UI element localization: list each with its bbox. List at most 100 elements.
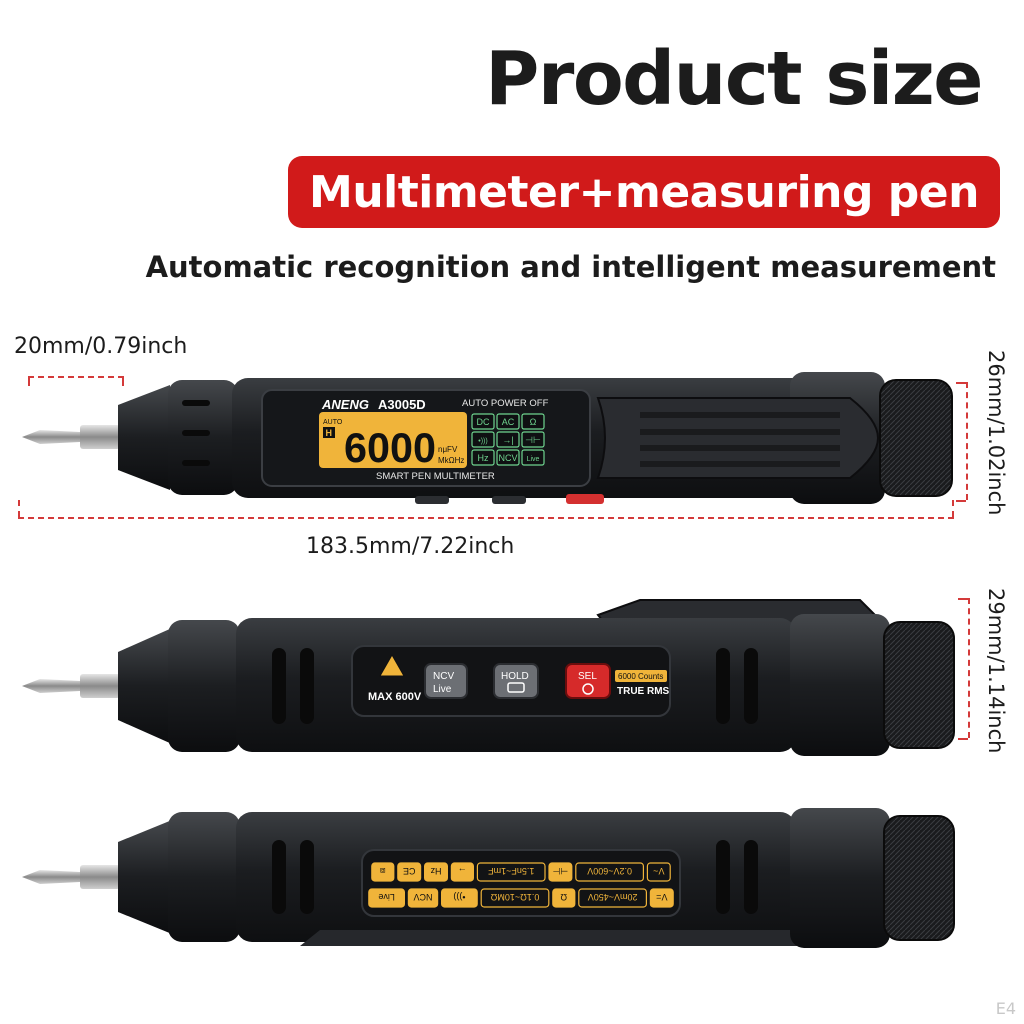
probe-cone <box>118 385 170 490</box>
spec-cell <box>397 862 422 882</box>
sel-button-label: SEL <box>578 671 597 682</box>
spec-label: Ω <box>560 892 567 902</box>
mode-cell <box>471 413 495 430</box>
max-voltage-label: MAX 600V <box>368 691 422 703</box>
spec-row: V~ 0.2V~600V ⊣⊢ 1.5nF~1mF → Hz CE ⧈ <box>371 862 671 882</box>
spec-label: CE <box>403 866 416 876</box>
lcd-reading: 6000 <box>344 424 436 471</box>
spec-cell <box>548 862 573 882</box>
spec-cell <box>649 888 674 908</box>
mode-label: •))) <box>478 438 487 445</box>
mode-label: Hz <box>478 453 489 463</box>
mode-label: →| <box>502 435 513 445</box>
length-tick-right <box>952 500 954 517</box>
mode-label: Ω <box>530 417 537 427</box>
height-side-line <box>968 598 970 738</box>
mode-cell <box>496 431 520 448</box>
spec-label: Hz <box>430 866 441 876</box>
pen-side: MAX 600V NCV Live HOLD SEL 6000 Counts T… <box>22 599 955 756</box>
lcd-units-bottom: MkΩHz <box>438 456 464 465</box>
length-tick-left <box>18 500 20 517</box>
mode-label: Live <box>527 456 540 463</box>
mode-cell <box>496 413 520 430</box>
mode-label: AC <box>502 417 515 427</box>
ncv-button-label: NCV <box>433 671 454 682</box>
lcd-auto: AUTO <box>323 419 343 426</box>
length-label: 183.5mm/7.22inch <box>306 534 515 559</box>
spec-rows: V~ 0.2V~600V ⊣⊢ 1.5nF~1mF → Hz CE ⧈ V= 20mV~450V Ω… <box>368 862 674 908</box>
flashlight-icon <box>507 682 525 693</box>
probe-tip <box>22 430 80 444</box>
headline-banner: Multimeter+measuring pen <box>288 156 1000 228</box>
spec-cell <box>480 888 550 908</box>
tip-width-tick-left <box>28 376 30 386</box>
pen-end-knob <box>879 379 953 497</box>
warning-icon <box>379 653 405 677</box>
length-line <box>18 517 954 519</box>
page-title: Product size <box>485 36 983 122</box>
sel-button[interactable] <box>565 663 611 699</box>
hold-button-label: HOLD <box>501 671 529 682</box>
spec-label: 0.1Ω~10MΩ <box>490 892 539 902</box>
counts-label: 6000 Counts <box>618 672 663 681</box>
tip-width-line <box>28 376 124 378</box>
spec-label: V~ <box>653 866 664 876</box>
watermark: E4 <box>995 999 1016 1018</box>
height-side-tick-top <box>958 598 968 600</box>
spec-cell <box>424 862 449 882</box>
lcd-units-top: nμFV <box>438 445 458 454</box>
hold-button[interactable] <box>493 663 539 699</box>
subtitle: Automatic recognition and intelligent me… <box>145 250 996 284</box>
mode-cell <box>471 449 495 466</box>
lcd-hold: H <box>326 428 333 438</box>
tip-width-label: 20mm/0.79inch <box>14 334 188 359</box>
spec-label: 1.5nF~1mF <box>488 866 535 876</box>
true-rms-label: TRUE RMS <box>617 686 670 697</box>
height-front-tick-top <box>956 382 966 384</box>
mode-grid: DC AC Ω •))) →| ⊣⊢ Hz NCV Live <box>471 413 545 466</box>
mode-cell <box>496 449 520 466</box>
auto-power-label: AUTO POWER OFF <box>462 398 549 409</box>
mode-cell <box>521 431 545 448</box>
spec-cell <box>575 862 644 882</box>
height-front-line <box>966 382 968 500</box>
spec-label: ⊣⊢ <box>552 866 568 876</box>
spec-label: Live <box>378 892 395 902</box>
spec-label: → <box>458 866 467 876</box>
mode-label: DC <box>477 417 490 427</box>
power-icon <box>582 683 594 695</box>
pen-front: ANENG A3005D AUTO POWER OFF SMART PEN MU… <box>22 372 953 504</box>
tip-width-tick-right <box>122 376 124 386</box>
spec-cell <box>476 862 546 882</box>
height-front-tick-bottom <box>956 500 966 502</box>
mode-label: ⊣⊢ <box>525 435 541 445</box>
spec-cell <box>368 888 406 908</box>
spec-label: 0.2V~600V <box>587 866 632 876</box>
front-grip <box>168 380 238 495</box>
height-side-tick-bottom <box>958 738 968 740</box>
spec-cell <box>371 862 395 882</box>
spec-label: ⧈ <box>380 866 386 876</box>
live-button-label: Live <box>433 684 452 695</box>
spec-cell <box>407 888 439 908</box>
brand-label: ANENG <box>321 397 369 412</box>
model-label: A3005D <box>378 397 426 412</box>
mode-cell <box>471 431 495 448</box>
spec-cell <box>578 888 647 908</box>
spec-label: •))) <box>453 892 465 902</box>
spec-cell <box>450 862 475 882</box>
panel-caption: SMART PEN MULTIMETER <box>376 471 495 482</box>
mode-cell <box>521 449 545 466</box>
mode-label: NCV <box>498 453 517 463</box>
spec-cell <box>552 888 576 908</box>
spec-cell <box>646 862 671 882</box>
mode-cell <box>521 413 545 430</box>
probe-collar <box>80 425 120 449</box>
spec-label: 20mV~450V <box>588 892 638 902</box>
ncv-live-button[interactable] <box>424 663 468 699</box>
lcd-screen <box>319 412 467 468</box>
pen-back: V~ 0.2V~600V ⊣⊢ 1.5nF~1mF → Hz CE ⧈ V= 20mV~450V Ω… <box>22 808 955 948</box>
spec-label: V= <box>656 892 667 902</box>
